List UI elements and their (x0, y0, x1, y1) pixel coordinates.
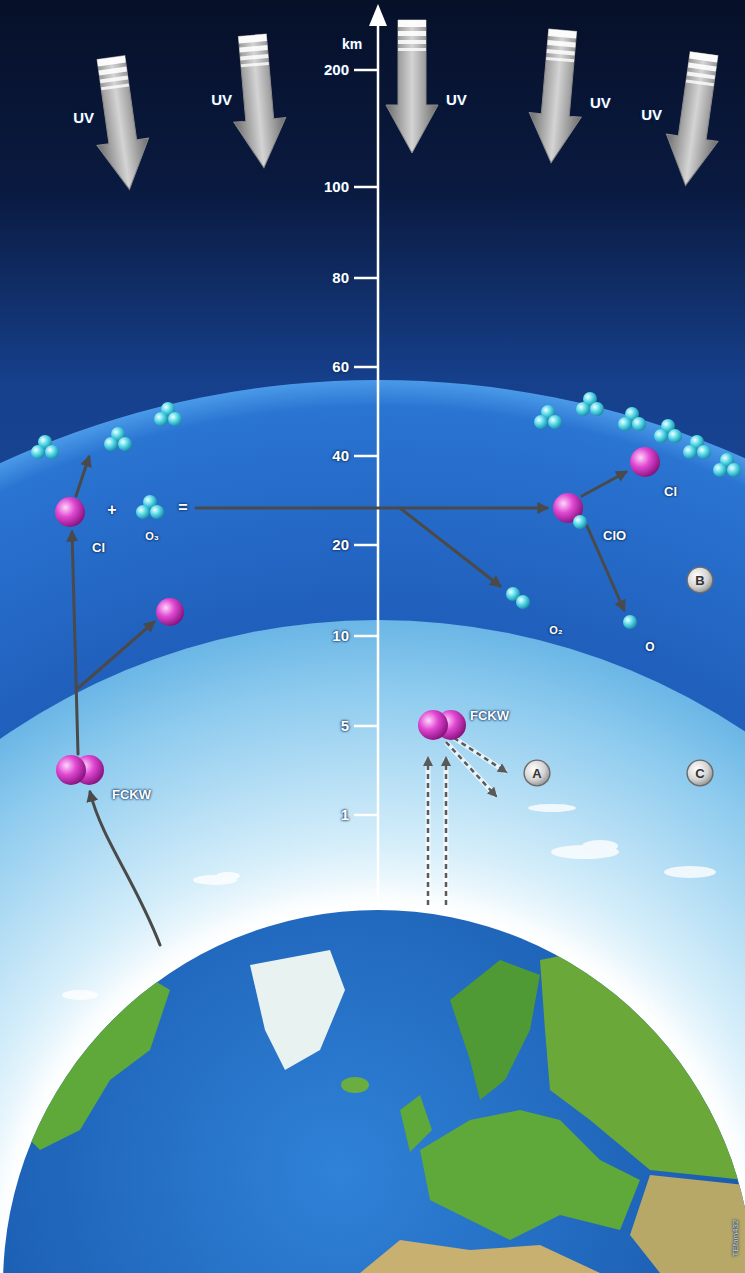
molecule-label: Cl (92, 541, 105, 555)
molecule-label: FCKW (112, 788, 151, 802)
operator-sign: = (178, 499, 187, 517)
uv-label: UV (211, 92, 232, 109)
axis-tick-label: 40 (332, 448, 349, 465)
uv-label: UV (446, 92, 467, 109)
uv-label: UV (641, 107, 662, 124)
watermark: TEfam432 (732, 1220, 741, 1257)
molecule-label: O (645, 641, 654, 654)
axis-tick-label: 80 (332, 270, 349, 287)
marker-circle: C (686, 759, 714, 787)
molecule-label: O₃ (145, 530, 159, 542)
axis-unit: km (342, 37, 362, 52)
axis-tick-label: 5 (341, 718, 349, 735)
molecule-label: FCKW (470, 709, 509, 723)
axis-tick-label: 20 (332, 537, 349, 554)
marker-circle: B (686, 566, 714, 594)
molecule-label: Cl (664, 485, 677, 499)
axis-tick-label: 100 (324, 179, 349, 196)
axis-tick-label: 200 (324, 62, 349, 79)
callout-letter: B (695, 573, 704, 588)
callout-letter: A (532, 766, 541, 781)
callout-letter: C (695, 766, 704, 781)
molecule-label: ClO (603, 529, 626, 543)
axis-tick-label: 60 (332, 359, 349, 376)
molecule-label: O₂ (549, 624, 562, 636)
axis-tick-label: 1 (341, 807, 349, 824)
uv-label: UV (73, 110, 94, 127)
operator-sign: + (107, 501, 116, 519)
axis-tick-label: 10 (332, 628, 349, 645)
uv-label: UV (590, 95, 611, 112)
marker-circle: A (523, 759, 551, 787)
